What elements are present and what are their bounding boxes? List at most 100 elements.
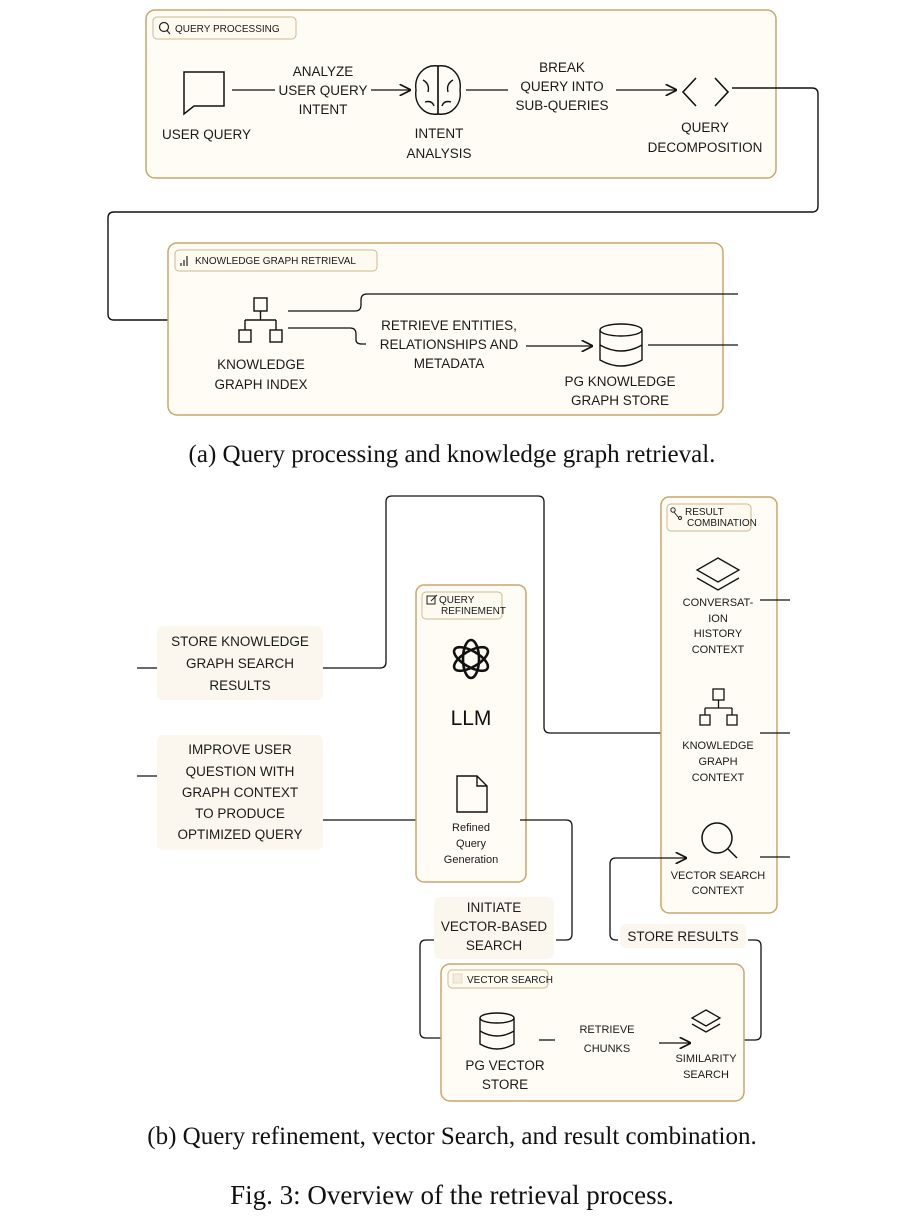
conversation-history-context-label: CONVERSAT- ION HISTORY CONTEXT <box>683 597 754 656</box>
svg-text:CONTEXT: CONTEXT <box>692 644 745 656</box>
svg-text:QUERY PROCESSING: QUERY PROCESSING <box>175 24 280 35</box>
kg-index-label: KNOWLEDGE GRAPH INDEX <box>214 357 307 392</box>
svg-text:GRAPH INDEX: GRAPH INDEX <box>214 377 307 392</box>
svg-text:VECTOR-BASED: VECTOR-BASED <box>441 919 548 934</box>
svg-text:DECOMPOSITION: DECOMPOSITION <box>648 140 763 155</box>
chat-bubble-icon <box>183 71 225 116</box>
svg-text:PG KNOWLEDGE: PG KNOWLEDGE <box>564 374 675 389</box>
svg-text:ANALYSIS: ANALYSIS <box>406 146 471 161</box>
pg-vector-store-label: PG VECTOR STORE <box>465 1058 545 1092</box>
svg-text:KNOWLEDGE GRAPH RETRIEVAL: KNOWLEDGE GRAPH RETRIEVAL <box>195 256 356 267</box>
svg-text:GRAPH CONTEXT: GRAPH CONTEXT <box>182 785 298 800</box>
vector-search-container <box>440 963 745 1102</box>
vector-search-magnifier-icon <box>701 822 738 859</box>
decomposition-brackets-icon <box>681 77 730 107</box>
edge-analyze-intent-label: ANALYZE USER QUERY INTENT <box>278 64 367 117</box>
svg-text:SIMILARITY: SIMILARITY <box>675 1053 737 1065</box>
svg-text:HISTORY: HISTORY <box>694 628 743 640</box>
kg-retrieval-tag: KNOWLEDGE GRAPH RETRIEVAL <box>174 249 378 272</box>
svg-text:Generation: Generation <box>444 854 498 866</box>
caption-panel-a: (a) Query processing and knowledge graph… <box>188 441 716 468</box>
pg-kg-store-database-icon <box>599 323 643 367</box>
svg-text:GRAPH STORE: GRAPH STORE <box>571 393 669 408</box>
intent-analysis-label: INTENT ANALYSIS <box>406 126 471 161</box>
kg-context-label: KNOWLEDGE GRAPH CONTEXT <box>682 740 754 784</box>
edge-retrieve-chunks-label: RETRIEVE CHUNKS <box>579 1024 634 1055</box>
svg-text:ION: ION <box>708 613 728 625</box>
svg-text:QUERY: QUERY <box>439 595 475 606</box>
query-processing-tag: QUERY PROCESSING <box>152 16 297 40</box>
svg-text:ANALYZE: ANALYZE <box>293 64 354 79</box>
svg-text:STORE KNOWLEDGE: STORE KNOWLEDGE <box>171 634 309 649</box>
refined-query-generation-label: Refined Query Generation <box>444 822 498 866</box>
svg-text:USER QUERY: USER QUERY <box>278 83 367 98</box>
svg-text:INTENT: INTENT <box>299 102 348 117</box>
svg-text:COMBINATION: COMBINATION <box>687 518 757 529</box>
svg-text:RETRIEVE: RETRIEVE <box>579 1024 634 1036</box>
svg-text:SEARCH: SEARCH <box>683 1069 729 1081</box>
layers-icon <box>695 557 741 591</box>
document-icon <box>456 775 488 813</box>
kg-results-to-kg-context-connector <box>323 495 694 733</box>
edge-retrieve-entities-label: RETRIEVE ENTITIES, RELATIONSHIPS AND MET… <box>380 318 519 371</box>
result-combination-tag: RESULT COMBINATION <box>666 503 757 532</box>
svg-text:IMPROVE USER: IMPROVE USER <box>188 742 292 757</box>
svg-text:Refined: Refined <box>452 822 490 834</box>
svg-text:RETRIEVE ENTITIES,: RETRIEVE ENTITIES, <box>381 318 517 333</box>
retrieval-diagram: QUERY PROCESSING USER QUERY ANALYZE USER… <box>107 9 819 1102</box>
search-icon <box>158 21 170 33</box>
svg-text:OPTIMIZED QUERY: OPTIMIZED QUERY <box>177 827 302 842</box>
svg-text:CONVERSAT-: CONVERSAT- <box>683 597 754 609</box>
svg-text:RESULT: RESULT <box>685 507 724 518</box>
svg-text:REFINEMENT: REFINEMENT <box>441 606 506 617</box>
kg-context-hierarchy-icon <box>699 688 738 726</box>
svg-text:VECTOR SEARCH: VECTOR SEARCH <box>671 870 766 882</box>
svg-text:QUERY: QUERY <box>681 120 729 135</box>
initiate-to-vector-store-connector <box>419 939 455 1038</box>
store-results-connector <box>740 939 762 1041</box>
query-refinement-tag: QUERY REFINEMENT <box>421 591 506 620</box>
svg-text:STORE: STORE <box>482 1077 528 1092</box>
similarity-search-label: SIMILARITY SEARCH <box>675 1053 737 1081</box>
caption-panel-b: (b) Query refinement, vector Search, and… <box>147 1123 757 1150</box>
bar-chart-icon <box>180 256 188 266</box>
llm-logo-icon <box>452 638 490 680</box>
similarity-layers-icon <box>690 1009 722 1033</box>
edge-break-query-label: BREAK QUERY INTO SUB-QUERIES <box>515 60 608 113</box>
pg-kg-store-label: PG KNOWLEDGE GRAPH STORE <box>564 374 675 408</box>
svg-text:VECTOR SEARCH: VECTOR SEARCH <box>467 975 553 986</box>
svg-text:SEARCH: SEARCH <box>466 938 522 953</box>
decomposition-to-kg-connector <box>107 87 819 320</box>
svg-text:PG VECTOR: PG VECTOR <box>465 1058 545 1073</box>
svg-text:KNOWLEDGE: KNOWLEDGE <box>682 740 754 752</box>
svg-text:CHUNKS: CHUNKS <box>584 1043 630 1055</box>
svg-text:SUB-QUERIES: SUB-QUERIES <box>515 98 608 113</box>
svg-text:TO PRODUCE: TO PRODUCE <box>195 806 285 821</box>
svg-text:RESULTS: RESULTS <box>209 678 270 693</box>
svg-text:INITIATE: INITIATE <box>467 900 522 915</box>
store-results-label: STORE RESULTS <box>627 929 738 944</box>
svg-text:KNOWLEDGE: KNOWLEDGE <box>217 357 305 372</box>
svg-text:Query: Query <box>456 838 486 850</box>
query-decomposition-label: QUERY DECOMPOSITION <box>648 120 763 155</box>
edit-icon <box>426 594 438 605</box>
vector-search-tag: VECTOR SEARCH <box>447 969 553 989</box>
kg-index-hierarchy-icon <box>238 297 283 343</box>
svg-text:GRAPH SEARCH: GRAPH SEARCH <box>186 656 294 671</box>
query-refinement-container <box>415 584 527 883</box>
brain-icon <box>415 65 461 115</box>
store-kg-results-label: STORE KNOWLEDGE GRAPH SEARCH RESULTS <box>171 634 309 693</box>
svg-text:METADATA: METADATA <box>414 356 485 371</box>
svg-text:CONTEXT: CONTEXT <box>692 772 745 784</box>
llm-label: LLM <box>451 707 492 730</box>
key-icon <box>670 507 682 520</box>
svg-text:BREAK: BREAK <box>539 60 585 75</box>
user-query-label: USER QUERY <box>162 127 251 142</box>
svg-text:CONTEXT: CONTEXT <box>692 885 745 897</box>
svg-text:GRAPH: GRAPH <box>698 756 737 768</box>
svg-text:INTENT: INTENT <box>415 126 464 141</box>
improve-question-label: IMPROVE USER QUESTION WITH GRAPH CONTEXT… <box>177 742 302 842</box>
svg-text:QUERY INTO: QUERY INTO <box>520 79 603 94</box>
query-processing-container <box>145 9 777 179</box>
figure-caption: Fig. 3: Overview of the retrieval proces… <box>230 1180 674 1210</box>
